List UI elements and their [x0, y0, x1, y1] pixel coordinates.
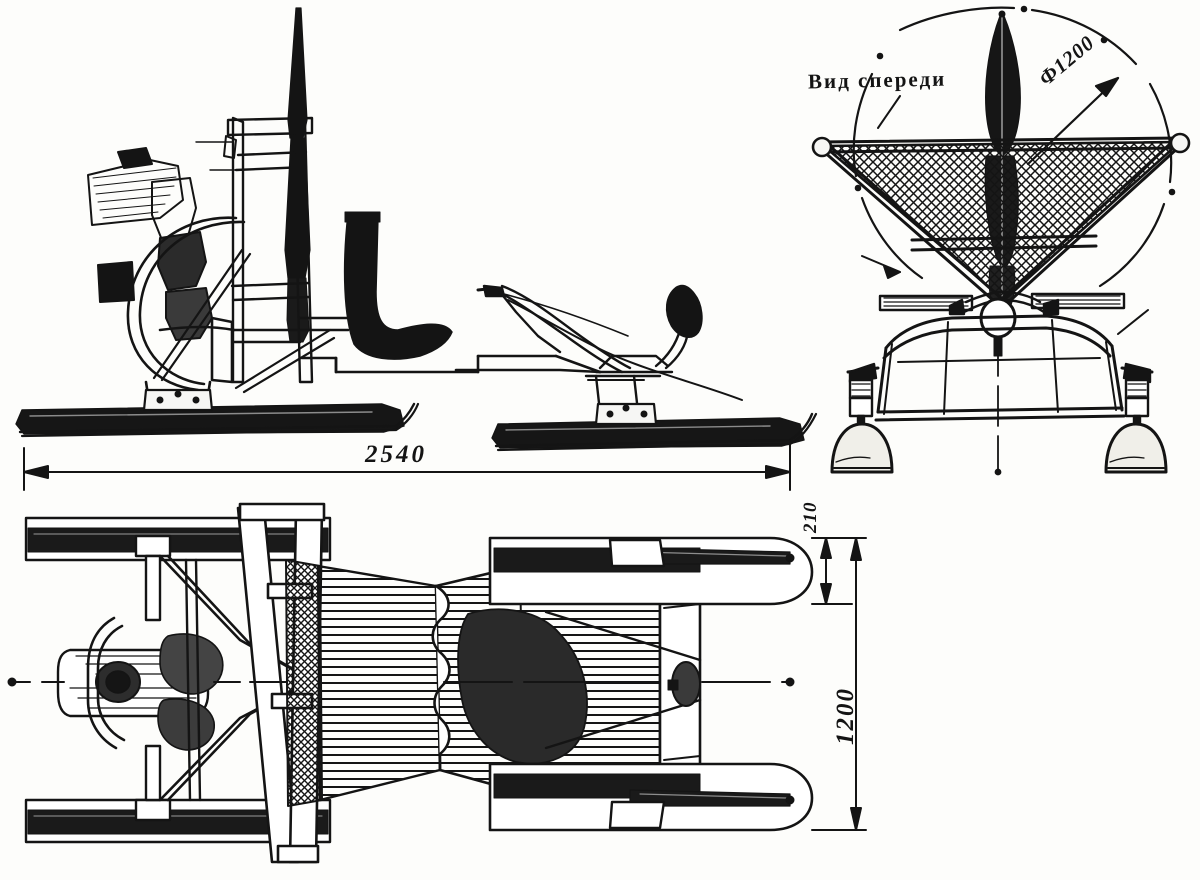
propeller-disk [285, 559, 442, 807]
v-frame [811, 132, 1191, 310]
ski-strut-right [1120, 362, 1154, 434]
body-shell [874, 314, 1126, 422]
guard-hoop [126, 216, 246, 392]
body-platform [298, 316, 602, 374]
ski-offset-label: 210 [800, 501, 821, 534]
frame-truss [86, 554, 300, 802]
front-ski-upper [24, 516, 332, 562]
front-ski [15, 388, 420, 438]
mast-frame [226, 116, 314, 384]
ski-mount-upper [134, 534, 172, 622]
propeller-arc [852, 5, 1176, 288]
rear-ski [491, 402, 818, 452]
dimension-1200 [811, 537, 867, 831]
ski-left [830, 422, 894, 474]
ski-right [1104, 422, 1168, 474]
rear-hub-knob [667, 661, 701, 707]
track-width-label: 1200 [832, 687, 859, 745]
rear-ski-mount-lower [608, 800, 666, 830]
overall-length-label: 2540 [365, 441, 427, 468]
rear-ski-mount-upper [608, 538, 666, 568]
dimension-210 [811, 537, 853, 605]
mesh-leader [861, 95, 901, 279]
front-ski-lower [24, 798, 332, 844]
dimension-diameter [1026, 76, 1120, 166]
front-view-title: Вид спереди [807, 66, 947, 94]
shell-leader [1117, 309, 1149, 335]
seat [343, 211, 453, 360]
front-centerline [994, 355, 1002, 476]
top-centerline [7, 677, 795, 687]
ski-mount-lower [134, 744, 172, 822]
rear-ski-lower [488, 762, 814, 832]
seat-top [457, 608, 588, 765]
dimension-length [23, 439, 791, 491]
rear-control-column [584, 284, 703, 414]
mesh-guard [822, 140, 1182, 302]
rear-ski-upper [488, 536, 814, 606]
